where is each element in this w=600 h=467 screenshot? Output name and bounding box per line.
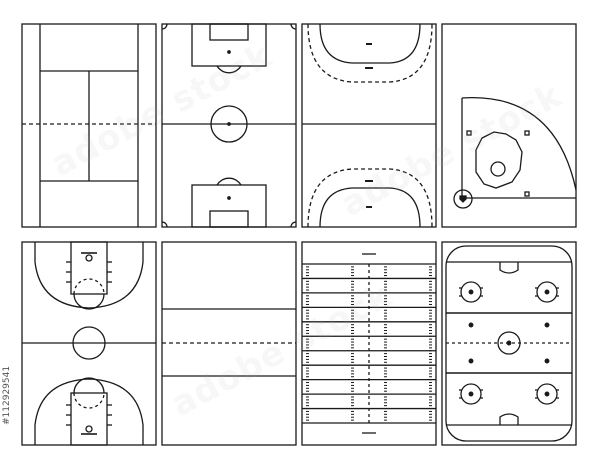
baseball-field: [441, 23, 577, 228]
stock-id-label: #112929541: [2, 365, 12, 425]
tennis-court: [21, 23, 157, 228]
basketball-court: [21, 241, 157, 446]
field-hockey-pitch: [301, 23, 437, 228]
soccer-field: [161, 23, 297, 228]
ice-hockey-rink: [441, 241, 577, 446]
rugby-field: [161, 241, 297, 446]
american-football-field: [301, 241, 437, 446]
